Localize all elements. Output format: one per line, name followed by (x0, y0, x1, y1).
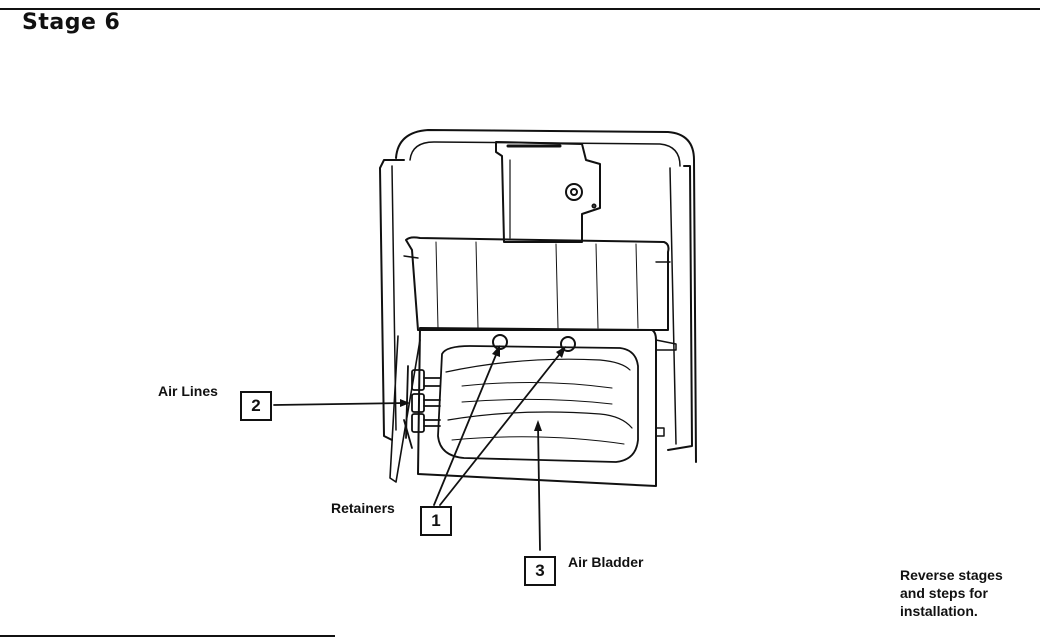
lower-bracket (655, 339, 677, 351)
top-rule (0, 8, 1040, 10)
installation-note: Reverse stages and steps for installatio… (900, 566, 1035, 620)
lumbar-cover (405, 236, 670, 331)
callout-number-2: 2 (240, 391, 272, 421)
side-rail-right (667, 165, 693, 451)
note-line: and steps for (900, 585, 988, 601)
leader-lines (273, 349, 564, 551)
note-line: installation. (900, 603, 978, 619)
callout-label-retainers: Retainers (331, 500, 395, 516)
callout-label-air-bladder: Air Bladder (568, 554, 644, 570)
page-title: Stage 6 (22, 10, 121, 35)
wire-strut-left (389, 335, 421, 483)
side-rail-right-inner (669, 167, 677, 445)
air-line-connectors (403, 365, 441, 449)
mount-bolt (565, 183, 583, 201)
air-bladder-panel (417, 327, 657, 487)
callout-label-air-lines: Air Lines (158, 383, 218, 399)
callout-number-1: 1 (420, 506, 452, 536)
bottom-rule (0, 635, 335, 637)
retainer-right (560, 336, 576, 352)
air-bladder (437, 345, 639, 463)
headrest-mount-plate (495, 141, 601, 243)
seat-frame-outer (395, 129, 697, 463)
side-rail-left (379, 159, 405, 441)
callout-number-3: 3 (524, 556, 556, 586)
note-line: Reverse stages (900, 567, 1003, 583)
